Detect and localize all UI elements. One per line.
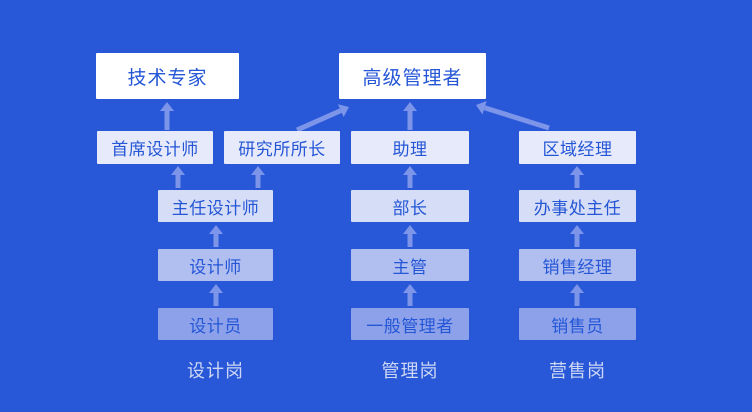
track-label-design: 设计岗 — [187, 361, 244, 381]
arrow-assistant-to-senior-manager — [403, 102, 417, 130]
node-assistant: 助理 — [351, 131, 469, 164]
node-regional-manager: 区域经理 — [519, 131, 636, 164]
arrow-designer-to-director-designer — [209, 225, 223, 247]
node-tech-expert: 技术专家 — [96, 53, 239, 99]
track-label-management: 管理岗 — [381, 361, 439, 381]
node-director-designer: 主任设计师 — [158, 190, 273, 222]
arrow-chief-designer-to-tech-expert — [160, 102, 174, 130]
arrow-office-director-to-regional-manager — [570, 166, 584, 188]
arrow-director-designer-to-chief-designer — [171, 166, 185, 188]
arrow-salesperson-to-sales-manager — [570, 284, 584, 306]
arrow-institute-director-to-senior-manager — [295, 104, 349, 133]
node-institute-director: 研究所所长 — [224, 131, 340, 164]
arrow-junior-designer-to-designer — [209, 284, 223, 306]
node-salesperson: 销售员 — [519, 308, 636, 340]
track-label-sales: 营售岗 — [549, 361, 606, 381]
arrow-director-designer-to-institute-director — [251, 166, 265, 188]
arrow-sales-manager-to-office-director — [570, 225, 584, 247]
node-general-manager: 一般管理者 — [351, 308, 469, 340]
arrow-general-manager-to-supervisor — [403, 284, 417, 306]
node-department-head: 部长 — [351, 190, 469, 222]
node-office-director: 办事处主任 — [519, 190, 636, 222]
node-senior-manager: 高级管理者 — [339, 53, 486, 99]
node-chief-designer: 首席设计师 — [97, 131, 213, 164]
arrow-supervisor-to-department-head — [403, 225, 417, 247]
node-junior-designer: 设计员 — [158, 308, 273, 340]
arrow-department-head-to-assistant — [403, 166, 417, 188]
node-designer: 设计师 — [158, 249, 273, 281]
node-sales-manager: 销售经理 — [519, 249, 636, 281]
node-supervisor: 主管 — [351, 249, 469, 281]
arrow-regional-manager-to-senior-manager — [476, 101, 550, 131]
